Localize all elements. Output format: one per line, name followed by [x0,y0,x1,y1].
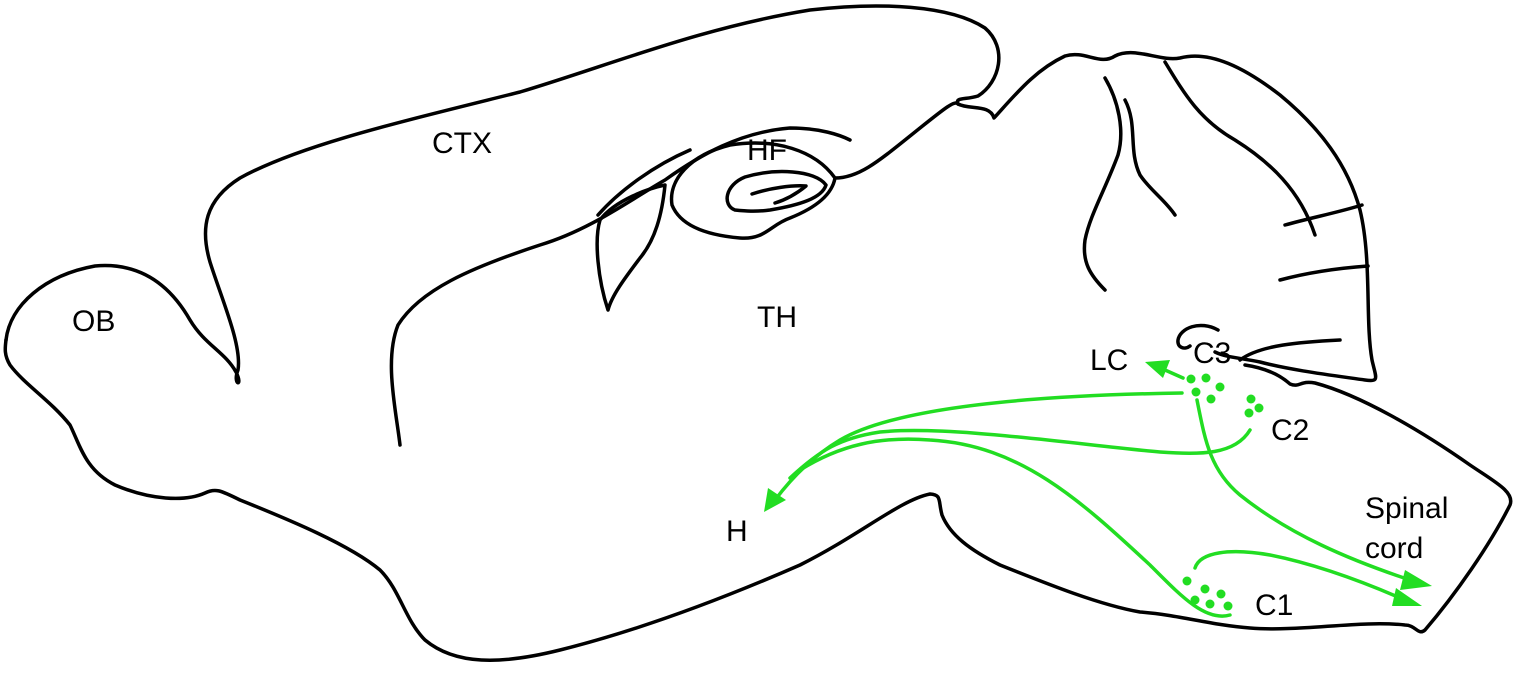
label-lc: LC [1090,344,1128,377]
projection-c2-to-h [788,428,1252,480]
label-hf: HF [747,134,787,167]
projection-c1-to-spinal-cord [1193,549,1400,599]
cerebellum-fold-2 [1123,98,1177,217]
label-th: TH [757,301,797,334]
arrowhead-h [764,488,786,512]
c3-cell-group [1186,373,1225,404]
label-h: H [726,515,748,548]
c1-cell-group [1182,576,1233,611]
label-c2: C2 [1271,414,1309,447]
cerebellum-fold-3 [1163,60,1317,237]
c3-contour [1176,323,1220,350]
label-c3: C3 [1193,337,1231,370]
ventricle-outline [595,183,667,312]
brainstem-outline [3,338,1513,662]
projection-c3-to-lc [1163,368,1185,380]
projection-c1-to-h [798,437,1232,618]
label-c1: C1 [1255,589,1293,622]
arrowhead-lc [1145,360,1170,378]
cerebellum-fold-4 [1283,203,1364,227]
hf-outline [669,101,960,240]
hf-inner-coil [725,169,828,213]
label-cord: cord [1365,532,1423,565]
label-spinal: Spinal [1365,492,1448,525]
projection-c3-to-spinal-cord [1195,398,1412,582]
arrowhead-spinal-1 [1400,570,1432,590]
label-ob: OB [72,305,115,338]
ventricle-upper-line [596,148,692,217]
c2-cell-group [1244,394,1264,418]
cerebellum-fold-1 [1082,76,1123,292]
brain-outline [4,4,1378,385]
arrowhead-spinal-2 [1392,588,1422,606]
cerebellum-fold-6 [1238,338,1342,362]
label-ctx: CTX [432,127,492,160]
cortex-boundary [389,126,852,447]
cerebellum-fold-5 [1278,264,1370,282]
